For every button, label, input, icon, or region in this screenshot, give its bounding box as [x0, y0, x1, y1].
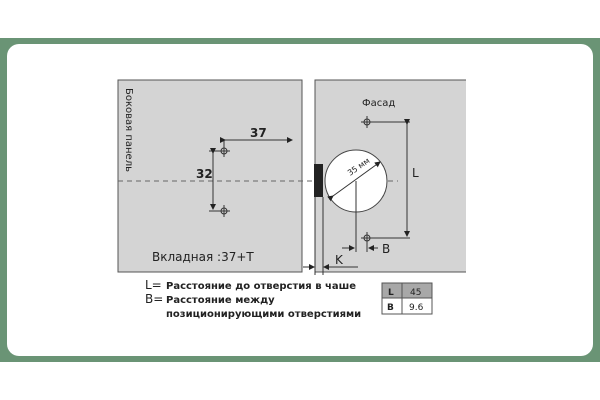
- dimension-L: L: [412, 166, 419, 180]
- values-table: L 45 B 9.6: [381, 282, 433, 315]
- facade-label: Фасад: [362, 98, 395, 109]
- overlay-label: Вкладная :37+T: [152, 250, 254, 264]
- legend-text-L: Расстояние до отверстия в чаше: [166, 281, 356, 292]
- dimension-K: K: [335, 253, 344, 267]
- legend-text-B-cont: позиционирующими отверстиями: [166, 309, 361, 320]
- hole-mark-icon: [355, 116, 410, 252]
- table-value-L: 45: [410, 288, 421, 298]
- table-key-L: L: [388, 288, 394, 298]
- dimension-37: 37: [250, 126, 267, 140]
- dimension-32: 32: [196, 167, 213, 181]
- hinge-cup-edge: [314, 164, 323, 197]
- table-value-B: 9.6: [409, 303, 424, 313]
- legend-key-B: B=: [145, 292, 163, 306]
- legend-text-B: Расстояние между: [166, 295, 275, 306]
- dimension-B: B: [382, 242, 390, 256]
- table-key-B: B: [387, 303, 394, 313]
- side-panel-label: Боковая панель: [123, 88, 134, 172]
- legend-key-L: L=: [145, 278, 162, 292]
